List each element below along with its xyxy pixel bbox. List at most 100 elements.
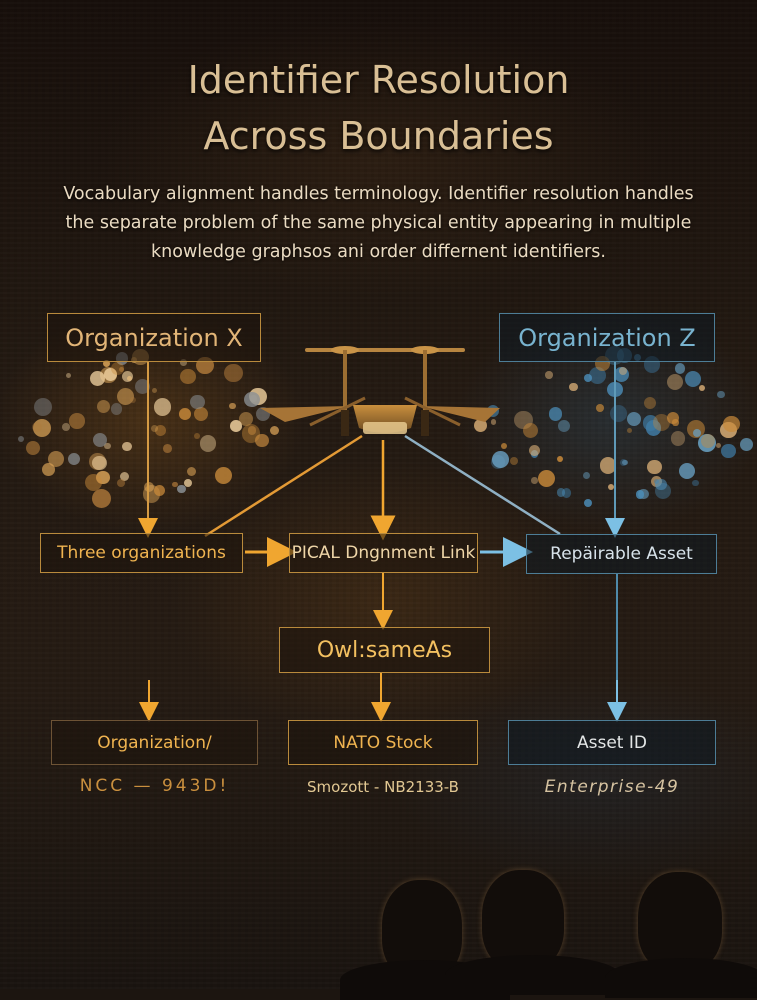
network-node — [89, 371, 106, 387]
network-node — [135, 379, 151, 395]
person-shoulders — [445, 955, 620, 995]
network-node — [92, 455, 107, 471]
identifier-box-nato-stock[interactable]: NATO Stock — [288, 720, 478, 765]
network-node — [26, 441, 41, 456]
owl-sameas-label: Owl:sameAs — [316, 637, 453, 663]
network-node — [698, 384, 705, 392]
network-node — [153, 485, 165, 497]
network-node — [692, 428, 701, 437]
network-node — [190, 394, 205, 410]
network-node — [65, 372, 72, 379]
identifier-box-organization[interactable]: Organization/ — [51, 720, 258, 765]
identifier-label-asset-id: Asset ID — [577, 732, 647, 753]
organization-z-box[interactable]: Organization Z — [499, 313, 715, 362]
network-node — [120, 472, 130, 482]
network-node — [117, 478, 125, 487]
network-node — [229, 402, 237, 410]
intro-line-2: the separate problem of the same physica… — [65, 213, 692, 233]
repairable-asset-label: Repäirable Asset — [550, 544, 693, 564]
network-node — [599, 456, 617, 474]
network-node — [473, 418, 488, 433]
network-node — [103, 359, 111, 368]
network-node — [596, 404, 604, 412]
alignment-link-box[interactable]: PICAL Dngnment Link — [289, 533, 478, 573]
network-node — [255, 433, 269, 448]
network-node — [672, 419, 679, 426]
organization-x-box[interactable]: Organization X — [47, 313, 261, 362]
network-node — [654, 482, 671, 499]
network-node — [531, 477, 538, 484]
page-title-line-2: Across Boundaries — [203, 114, 554, 158]
network-node — [674, 362, 686, 374]
network-node — [92, 432, 108, 448]
network-node — [84, 474, 103, 492]
network-node — [162, 443, 172, 453]
network-node — [557, 420, 570, 433]
intro-line-1: Vocabulary alignment handles terminology… — [63, 184, 694, 204]
network-node — [653, 414, 670, 432]
owl-sameas-box[interactable]: Owl:sameAs — [279, 627, 490, 673]
network-node — [61, 423, 70, 432]
network-node — [104, 443, 111, 450]
network-node — [18, 436, 25, 443]
repairable-asset-box[interactable]: Repäirable Asset — [526, 534, 717, 574]
line-drone-left — [204, 434, 363, 538]
network-node — [31, 422, 42, 433]
network-node — [67, 453, 80, 466]
organization-z-label: Organization Z — [518, 323, 696, 352]
network-node — [739, 438, 753, 452]
identifier-box-asset-id[interactable]: Asset ID — [508, 720, 716, 765]
page-title-line-1: Identifier Resolution — [187, 58, 570, 102]
network-node — [229, 420, 242, 433]
network-node — [91, 489, 111, 509]
network-node — [214, 466, 233, 485]
intro-line-3: knowledge graphsos ani order differnent … — [151, 242, 606, 262]
network-node — [104, 367, 118, 381]
network-node — [715, 442, 722, 449]
network-node — [121, 371, 133, 383]
network-node — [152, 388, 158, 394]
organization-x-label: Organization X — [65, 323, 243, 352]
network-node — [716, 390, 725, 399]
identifier-value-organization: NCC — 943D! — [79, 776, 230, 796]
network-node — [666, 373, 684, 391]
network-node — [492, 451, 510, 469]
network-node — [671, 431, 686, 446]
network-node — [723, 415, 740, 433]
drone-icon — [260, 346, 500, 436]
network-node — [561, 488, 572, 499]
network-node — [179, 408, 192, 420]
network-node — [110, 361, 124, 376]
network-node — [584, 374, 593, 383]
network-node — [692, 480, 699, 487]
network-node — [184, 479, 193, 488]
network-node — [582, 471, 591, 480]
identifier-value-asset-id: Enterprise-49 — [544, 777, 680, 797]
network-node — [545, 371, 553, 379]
network-node — [180, 359, 188, 366]
network-node — [522, 423, 538, 439]
three-organizations-box[interactable]: Three organizations — [40, 533, 243, 573]
network-node — [644, 397, 657, 410]
network-node — [614, 366, 630, 382]
person-silhouette — [482, 870, 564, 970]
network-node — [270, 425, 280, 435]
network-node — [490, 419, 496, 425]
network-node — [557, 456, 564, 463]
intro-paragraph: Vocabulary alignment handles terminology… — [40, 180, 717, 267]
person-shoulders — [605, 958, 757, 998]
network-node — [626, 412, 641, 427]
network-node — [636, 490, 645, 499]
network-node — [118, 366, 125, 373]
network-node — [618, 366, 627, 375]
network-node — [187, 466, 197, 476]
network-node — [150, 425, 158, 433]
network-node — [238, 411, 254, 427]
network-node — [33, 418, 52, 438]
network-node — [172, 481, 178, 488]
network-node — [548, 407, 563, 421]
network-node — [154, 424, 166, 436]
network-node — [655, 478, 667, 491]
